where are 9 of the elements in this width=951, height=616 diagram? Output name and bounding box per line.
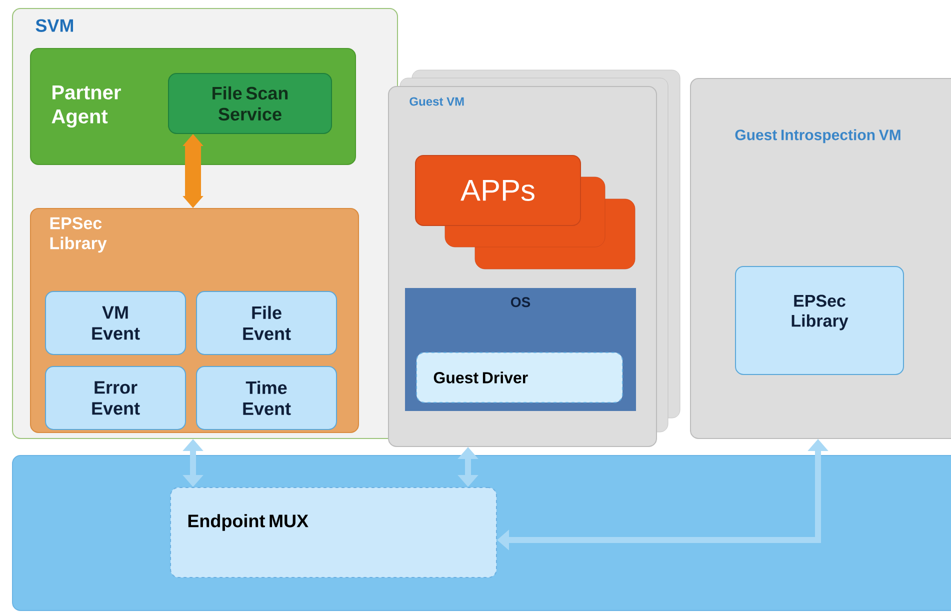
event-box: Error Event [45,366,186,430]
app-card: APPs [415,155,636,270]
service-box: File Scan Service [168,73,332,134]
mux-box: Endpoint MUX [170,487,497,578]
event-box: File Event [196,291,337,355]
event-box: VM Event [45,291,186,355]
library-box: EPSec Library [735,266,904,375]
driver-box: Guest Driver [416,352,623,403]
event-box: Time Event [196,366,337,430]
